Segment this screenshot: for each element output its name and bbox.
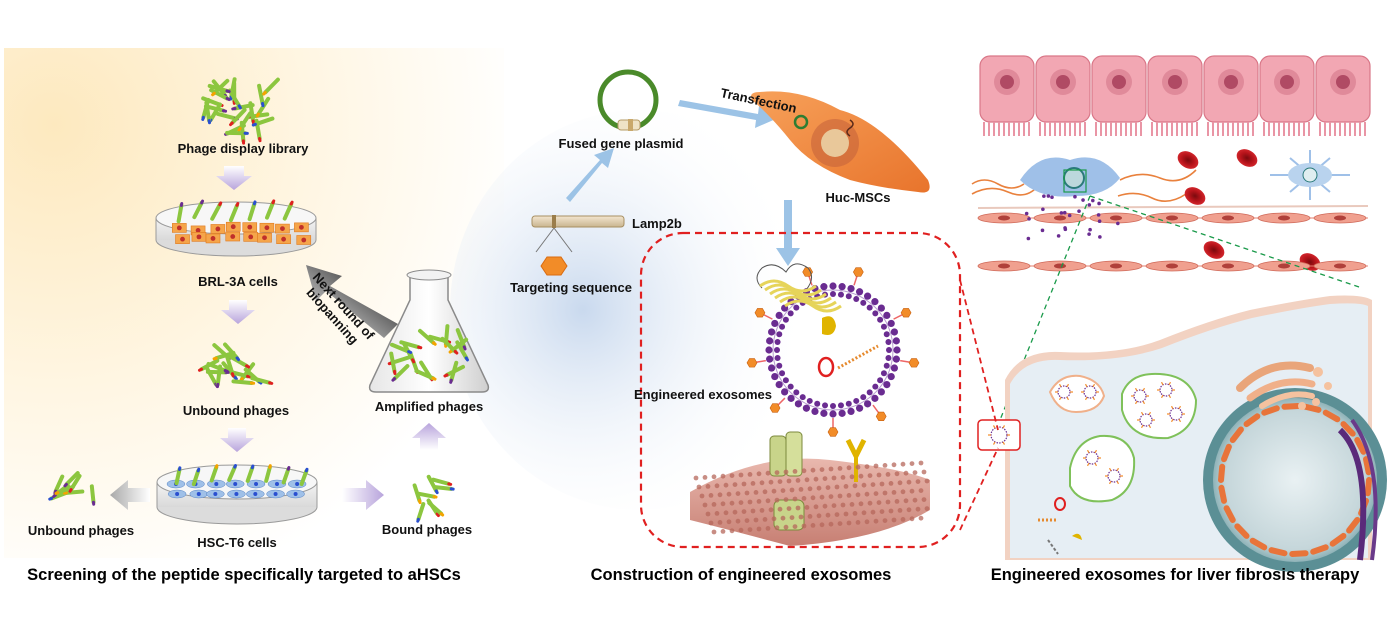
label-phage-display-library: Phage display library (178, 141, 309, 156)
label-brl-3a-cells: BRL-3A cells (198, 274, 278, 289)
label-unbound-phages-main: Unbound phages (183, 403, 289, 418)
hsc-t6-dish (157, 465, 317, 524)
label-fused-gene-plasmid: Fused gene plasmid (559, 136, 684, 151)
activated-hsc-icon (1020, 157, 1120, 196)
hepatocyte-row (980, 56, 1370, 136)
label-lamp2b: Lamp2b (632, 216, 682, 231)
label-huc-mscs: Huc-MSCs (825, 190, 890, 205)
zoom-line-red-bottom (960, 448, 998, 530)
label-targeting-sequence: Targeting sequence (510, 280, 632, 295)
caption-middle: Construction of engineered exosomes (591, 566, 892, 585)
label-unbound-phages-side: Unbound phages (28, 523, 134, 538)
aHSC-zoomed-cell (978, 296, 1387, 573)
caption-left: Screening of the peptide specifically ta… (27, 566, 461, 585)
quiescent-hsc-icon (1270, 150, 1350, 200)
fused-gene-plasmid-icon (600, 72, 656, 131)
label-amplified-phages: Amplified phages (375, 399, 483, 414)
label-bound-phages: Bound phages (382, 522, 472, 537)
zoom-line-right (1090, 196, 1362, 288)
label-engineered-exosomes: Engineered exosomes (634, 387, 772, 402)
zoom-line-red-top (960, 280, 998, 430)
brl-3a-dish (156, 201, 316, 256)
caption-right: Engineered exosomes for liver fibrosis t… (991, 566, 1360, 585)
label-hsc-t6-cells: HSC-T6 cells (197, 535, 276, 550)
